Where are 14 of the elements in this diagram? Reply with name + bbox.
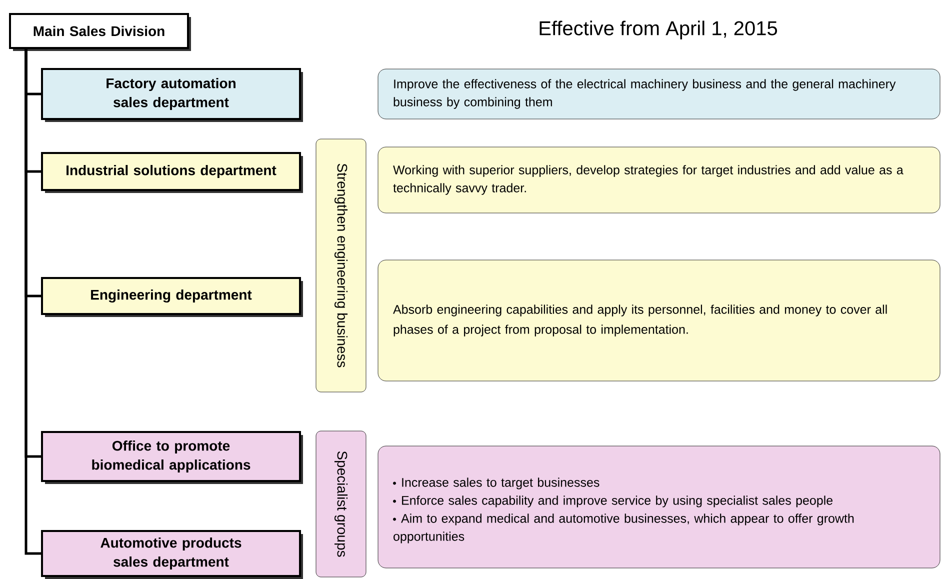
group-band: Specialist groups: [316, 430, 366, 578]
description-box: Absorb engineering capabilities and apply its personnel, facilities and money to cover all phases of a project from proposal to implementation.: [378, 260, 940, 382]
department-box: Engineering department: [41, 277, 303, 317]
title: Effective from April 1, 2015: [540, 20, 778, 40]
department-box: Automotive products sales department: [41, 530, 303, 579]
department-box: Office to promote biomedical applications: [41, 431, 303, 484]
description-box: Working with superior suppliers, develop strategies for target industries and add value as a technically savvy trader.: [378, 146, 940, 214]
tree-connector: [24, 49, 41, 555]
department-box: Industrial solutions department: [41, 152, 303, 193]
group-band: Strengthen engineering business: [316, 138, 366, 392]
department-box: Factory automation sales department: [41, 68, 303, 122]
description-box: Improve the effectiveness of the electrical machinery business and the general machinery business by combining them: [378, 68, 940, 120]
division-box: Main Sales Division: [9, 13, 191, 51]
description-box: Increase sales to target businesses Enforce sales capability and improve service by using specialist sales people Aim to expand medical and automotive businesses, which appear to offer growth opportunities: [378, 446, 940, 568]
